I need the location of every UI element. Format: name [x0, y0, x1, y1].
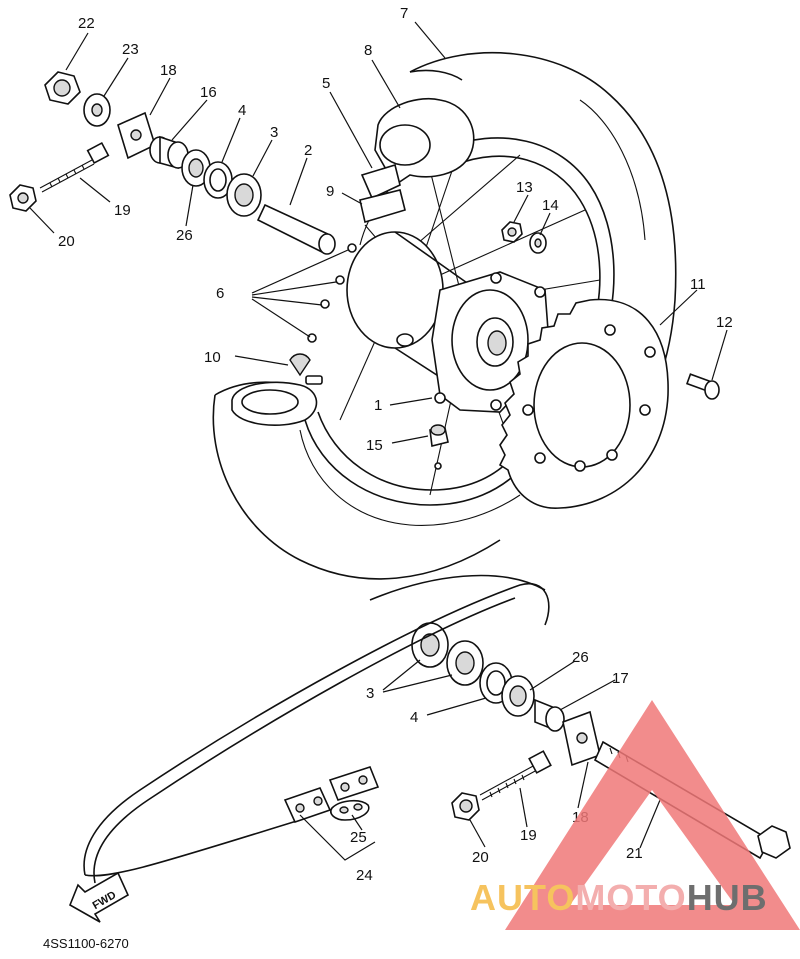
callout-19-top: 19	[114, 202, 131, 219]
drive-chain	[83, 574, 550, 884]
callout-19-bottom: 19	[520, 827, 537, 844]
callout-25: 25	[350, 829, 367, 846]
callout-10: 10	[204, 349, 221, 366]
nut-13-washer-14	[501, 221, 547, 254]
callout-13: 13	[516, 179, 533, 196]
callout-21: 21	[626, 845, 643, 862]
callout-20-top: 20	[58, 233, 75, 250]
callout-24: 24	[356, 867, 373, 884]
watermark-text-hub: HUB	[687, 877, 768, 918]
callout-4-top: 4	[238, 102, 246, 119]
callout-9: 9	[326, 183, 334, 200]
diagram-code: 4SS1100-6270	[43, 936, 129, 951]
callout-16: 16	[200, 84, 217, 101]
watermark-text-auto: AUTO	[470, 877, 575, 918]
callout-12: 12	[716, 314, 733, 331]
callout-5: 5	[322, 75, 330, 92]
sprocket	[498, 298, 669, 509]
svg-text:AUTOMOTOHUB: AUTOMOTOHUB	[470, 877, 768, 918]
spoke-nipples	[307, 243, 357, 343]
leader-lines	[29, 21, 728, 861]
callout-17: 17	[612, 670, 629, 687]
left-axle-parts	[9, 71, 336, 255]
tube-valve	[231, 353, 323, 426]
watermark-triangle-icon	[505, 700, 800, 930]
watermark-text-moto: MOTO	[575, 877, 686, 918]
callout-22: 22	[78, 15, 95, 32]
callout-3-top: 3	[270, 124, 278, 141]
callout-7: 7	[400, 5, 408, 22]
callout-23: 23	[122, 41, 139, 58]
automotohub-watermark-logo: AUTOMOTOHUB	[470, 700, 800, 930]
callout-4-bottom: 4	[410, 709, 418, 726]
tube	[359, 98, 475, 224]
forward-direction-arrow: FWD	[68, 871, 130, 923]
callout-6: 6	[216, 285, 224, 302]
balancer-weight-15	[429, 424, 449, 470]
callout-1: 1	[374, 397, 382, 414]
callout-11: 11	[690, 276, 706, 293]
callout-20-bottom: 20	[472, 849, 489, 866]
callout-26-bottom: 26	[572, 649, 589, 666]
callout-3-bottom: 3	[366, 685, 374, 702]
callout-8: 8	[364, 42, 372, 59]
callout-2: 2	[304, 142, 312, 159]
bolt-12	[685, 373, 720, 400]
callout-15: 15	[366, 437, 383, 454]
callout-18-top: 18	[160, 62, 177, 79]
callout-26-top: 26	[176, 227, 193, 244]
callout-14: 14	[542, 197, 559, 214]
